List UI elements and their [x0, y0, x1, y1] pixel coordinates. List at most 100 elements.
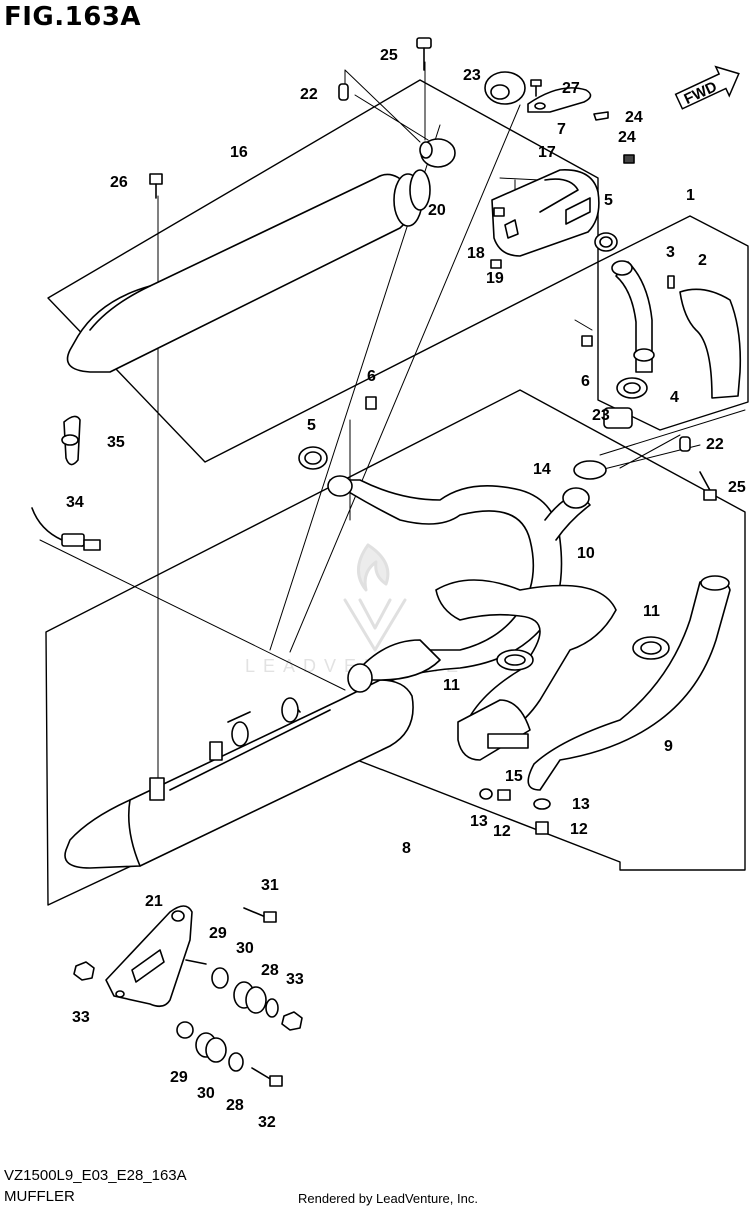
clamp-20 [419, 138, 456, 168]
clamp-11b [632, 636, 670, 660]
callout-13b: 13 [572, 796, 590, 813]
clamp-14 [573, 460, 607, 480]
gasket-23-upper [484, 71, 526, 105]
bushing-30a [233, 981, 267, 1014]
exhaust-pipe-1-frame [597, 215, 749, 431]
heat-cover-17 [491, 169, 600, 257]
bolt-31 [243, 907, 277, 923]
callout-33a: 33 [72, 1009, 90, 1026]
gasket-23-lower [603, 407, 633, 429]
callout-11b: 11 [643, 603, 660, 620]
callout-14: 14 [533, 461, 551, 478]
callout-12b: 12 [570, 821, 588, 838]
sensor-34 [31, 507, 101, 551]
callout-5-upper: 5 [604, 192, 613, 209]
callout-30b: 30 [197, 1085, 215, 1102]
callout-25-upper: 25 [380, 47, 398, 64]
upper-muffler-frame [47, 79, 599, 463]
callout-10: 10 [577, 545, 595, 562]
watermark-logo [343, 543, 407, 652]
nut-33b [281, 1011, 303, 1031]
grommet-18 [493, 207, 505, 217]
washer-28a [265, 998, 279, 1018]
callout-29a: 29 [209, 925, 227, 942]
clamp-11a [496, 649, 534, 671]
collar-29a [185, 959, 229, 989]
callout-13a: 13 [470, 813, 488, 830]
callout-22-lower: 22 [706, 436, 724, 453]
callout-4: 4 [670, 389, 679, 406]
leader-lines [39, 61, 746, 781]
pipe-3 [611, 260, 655, 373]
callout-19: 19 [486, 270, 504, 287]
bolt-12b [535, 821, 549, 835]
upper-muffler [66, 169, 431, 373]
callout-7: 7 [557, 121, 566, 138]
spacer-3-small [667, 275, 675, 289]
callout-22-upper: 22 [300, 86, 318, 103]
clip-24b [623, 154, 635, 164]
callout-28a: 28 [261, 962, 279, 979]
render-credit: Rendered by LeadVenture, Inc. [298, 1191, 478, 1206]
spacer-22-lower [679, 436, 691, 452]
callout-28b: 28 [226, 1097, 244, 1114]
bushing-30b [195, 1032, 227, 1063]
callout-29b: 29 [170, 1069, 188, 1086]
callout-2: 2 [698, 252, 707, 269]
callout-9: 9 [664, 738, 673, 755]
callout-15: 15 [505, 768, 523, 785]
spacer-22-upper [338, 83, 349, 101]
callout-11a: 11 [443, 677, 460, 694]
nut-33a [73, 961, 95, 981]
callout-16: 16 [230, 144, 248, 161]
diagram-code: VZ1500L9_E03_E28_163A [4, 1167, 187, 1184]
figure-title: FIG.163A [4, 2, 142, 32]
callout-1: 1 [686, 187, 695, 204]
bolt-12a [497, 789, 511, 801]
callout-30a: 30 [236, 940, 254, 957]
callout-17: 17 [538, 144, 556, 161]
callout-6a: 6 [581, 373, 590, 390]
gasket-5-upper [594, 232, 618, 252]
callout-24b: 24 [618, 129, 636, 146]
bolt-6a [581, 335, 593, 347]
forward-arrow-icon: FWD [674, 65, 740, 110]
screw-27 [530, 79, 542, 97]
bracket-7 [527, 87, 592, 113]
callout-21: 21 [145, 893, 163, 910]
washer-13b [533, 798, 551, 810]
washer-13a [479, 788, 493, 800]
screw-19 [490, 259, 502, 269]
callout-24a: 24 [625, 109, 643, 126]
callout-31: 31 [261, 877, 279, 894]
callout-26: 26 [110, 174, 128, 191]
bracket-21 [105, 905, 193, 1008]
callout-27: 27 [562, 80, 580, 97]
cover-2 [679, 288, 742, 399]
bolt-26 [149, 173, 163, 199]
callout-18: 18 [467, 245, 485, 262]
callout-23-lower: 23 [592, 407, 610, 424]
bolt-32 [251, 1067, 283, 1087]
callout-35: 35 [107, 434, 125, 451]
gasket-4 [616, 377, 648, 399]
bolt-25-lower [699, 471, 717, 501]
callout-25-lower: 25 [728, 479, 746, 496]
callout-5-lower: 5 [307, 417, 316, 434]
callout-3: 3 [666, 244, 675, 261]
clip-35 [61, 415, 81, 466]
callout-34: 34 [66, 494, 84, 511]
callout-23-upper: 23 [463, 67, 481, 84]
collar-29b [176, 1021, 194, 1039]
callout-12a: 12 [493, 823, 511, 840]
heat-shield-15 [457, 699, 531, 761]
callout-32: 32 [258, 1114, 276, 1131]
gasket-5-lower [298, 446, 328, 470]
callout-20: 20 [428, 202, 446, 219]
lower-muffler [64, 639, 441, 869]
bolt-6b [365, 396, 377, 410]
callout-33b: 33 [286, 971, 304, 988]
washer-28b [228, 1052, 244, 1072]
callout-8: 8 [402, 840, 411, 857]
